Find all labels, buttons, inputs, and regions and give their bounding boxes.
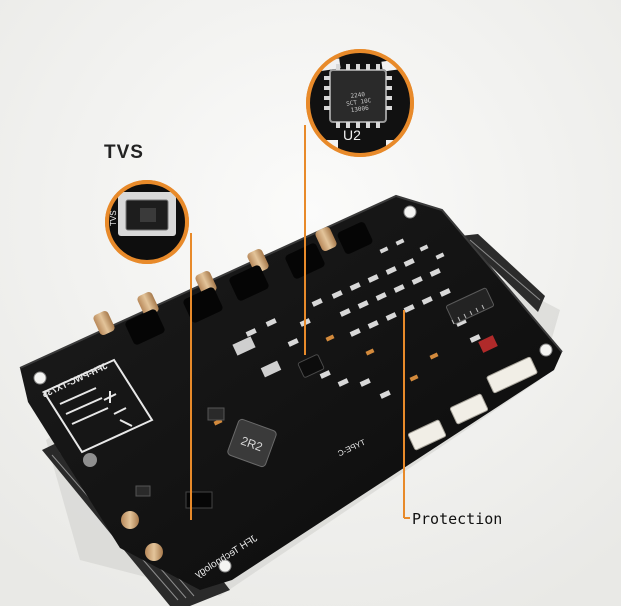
jst-connectors xyxy=(407,356,538,451)
tvs-marking: TVS xyxy=(109,210,118,226)
callout-lines xyxy=(190,125,410,520)
tvs-label: TVS xyxy=(104,142,144,163)
mounting-holes xyxy=(33,205,553,573)
u2-chip-text: 2240SCT 10C13006 xyxy=(345,90,373,114)
u2-marking: U2 xyxy=(343,127,361,143)
board-ics xyxy=(207,287,498,421)
protection-label: Protection xyxy=(412,510,503,528)
silkscreen-outline xyxy=(42,358,154,454)
tvs-zoom-callout: TVS xyxy=(105,180,189,264)
lower-left-parts xyxy=(83,453,213,561)
pcb-board xyxy=(20,196,562,590)
inductor-2r2: 2R2 xyxy=(227,418,277,468)
plus-marks xyxy=(103,391,133,427)
